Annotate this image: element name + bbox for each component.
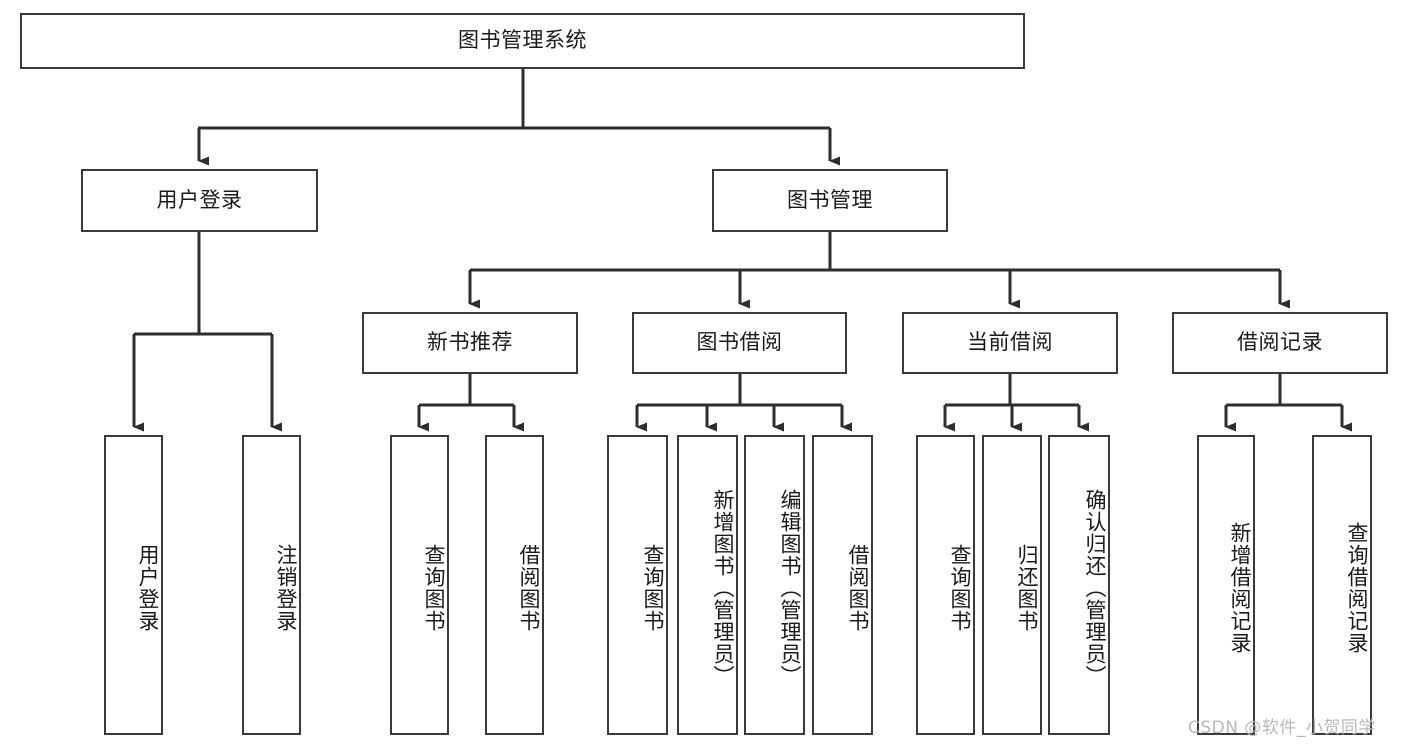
node-book-borrow[interactable]: 图书借阅: [632, 312, 847, 374]
node-leaf-query-borrow-record[interactable]: 查询借阅记录: [1312, 435, 1372, 735]
node-label: 图书借阅: [696, 330, 783, 355]
node-leaf-query-book-a[interactable]: 查询图书: [390, 435, 449, 735]
node-book-manage[interactable]: 图书管理: [712, 169, 948, 232]
node-label: 图书管理: [787, 187, 873, 212]
node-new-book-recommend[interactable]: 新书推荐: [362, 312, 578, 374]
node-label: 编辑图书（管理员）: [778, 489, 802, 687]
node-label: 借阅记录: [1237, 330, 1323, 355]
node-leaf-user-login[interactable]: 用户登录: [104, 435, 163, 735]
node-label: 查询图书: [422, 544, 446, 632]
node-label: 新书推荐: [427, 330, 513, 355]
node-borrow-record[interactable]: 借阅记录: [1172, 312, 1388, 374]
node-label: 查询图书: [641, 544, 665, 632]
node-label: 用户登录: [136, 544, 160, 632]
node-root-system[interactable]: 图书管理系统: [20, 13, 1025, 69]
node-current-borrow[interactable]: 当前借阅: [902, 312, 1118, 374]
node-label: 确认归还（管理员）: [1083, 489, 1107, 687]
node-leaf-add-borrow-record[interactable]: 新增借阅记录: [1197, 435, 1255, 735]
node-label: 借阅图书: [517, 544, 541, 632]
node-label: 新增图书（管理员）: [711, 489, 735, 687]
node-label: 当前借阅: [967, 330, 1053, 355]
node-label: 图书管理系统: [458, 28, 587, 53]
node-label: 借阅图书: [846, 544, 870, 632]
node-leaf-edit-book-admin[interactable]: 编辑图书（管理员）: [744, 435, 805, 735]
csdn-watermark: CSDN @软件_小贺同学: [1188, 718, 1376, 738]
node-label: 查询借阅记录: [1345, 522, 1369, 654]
node-leaf-return-book[interactable]: 归还图书: [982, 435, 1042, 735]
node-label: 注销登录: [274, 544, 298, 632]
node-leaf-add-book-admin[interactable]: 新增图书（管理员）: [677, 435, 738, 735]
node-leaf-logout[interactable]: 注销登录: [242, 435, 301, 735]
node-leaf-query-book-c[interactable]: 查询图书: [916, 435, 975, 735]
node-label: 归还图书: [1015, 544, 1039, 632]
node-label: 新增借阅记录: [1228, 522, 1252, 654]
node-leaf-borrow-book-a[interactable]: 借阅图书: [485, 435, 544, 735]
node-leaf-confirm-return-admin[interactable]: 确认归还（管理员）: [1048, 435, 1110, 735]
node-leaf-query-book-b[interactable]: 查询图书: [607, 435, 668, 735]
node-label: 用户登录: [156, 187, 243, 212]
node-label: 查询图书: [948, 544, 972, 632]
node-user-login[interactable]: 用户登录: [81, 169, 318, 232]
node-leaf-borrow-book-b[interactable]: 借阅图书: [812, 435, 873, 735]
